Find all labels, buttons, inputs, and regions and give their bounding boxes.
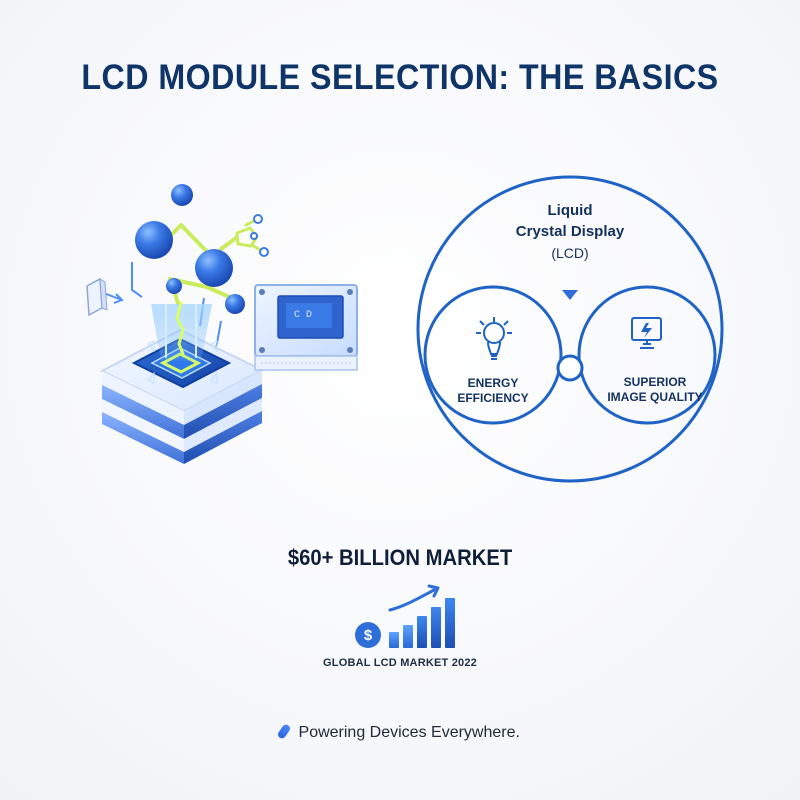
image-quality-label: SUPERIOR IMAGE QUALITY bbox=[603, 375, 707, 405]
light-beam bbox=[151, 301, 212, 361]
lcd-screen-icon: C D bbox=[254, 284, 358, 371]
energy-label-line-1: ENERGY bbox=[467, 376, 519, 390]
lcd-title-line-3: (LCD) bbox=[551, 245, 589, 261]
diagram-art bbox=[416, 175, 724, 483]
molecule-icon bbox=[135, 184, 269, 314]
market-chart-art: $ bbox=[355, 584, 455, 648]
energy-label-line-2: EFFICIENCY bbox=[457, 391, 529, 405]
image-label-line-1: SUPERIOR bbox=[623, 375, 687, 389]
lightbulb-icon bbox=[476, 317, 512, 360]
market-chart-icon: $ bbox=[350, 578, 470, 656]
market-headline: $60+ BILLION MARKET bbox=[287, 545, 513, 570]
market-subtitle: GLOBAL LCD MARKET 2022 bbox=[323, 657, 477, 669]
footer-tagline: Powering Devices Everywhere. bbox=[0, 723, 800, 742]
lcd-title-line-1: Liquid bbox=[547, 202, 593, 219]
dollar-growth-icon: $ bbox=[355, 584, 455, 648]
lcd-benefits-diagram: Liquid Crystal Display (LCD) ENERGY EFFI… bbox=[405, 172, 735, 492]
image-label-line-2: IMAGE QUALITY bbox=[607, 390, 703, 404]
footer-tagline-text: Powering Devices Everywhere. bbox=[298, 724, 520, 741]
svg-text:C D: C D bbox=[294, 310, 312, 321]
small-panel-icon bbox=[86, 277, 108, 317]
illustration-art: C D bbox=[86, 184, 358, 464]
lcd-title-line-2: Crystal Display bbox=[515, 223, 625, 240]
lcd-illustration: C D bbox=[50, 170, 380, 480]
monitor-icon bbox=[631, 317, 662, 349]
capsule-icon bbox=[276, 723, 292, 740]
down-arrow-icon bbox=[562, 290, 578, 300]
page-title: LCD MODULE SELECTION: THE BASICS bbox=[81, 58, 719, 97]
currency-symbol: $ bbox=[364, 627, 373, 644]
energy-efficiency-label: ENERGY EFFICIENCY bbox=[449, 376, 537, 406]
